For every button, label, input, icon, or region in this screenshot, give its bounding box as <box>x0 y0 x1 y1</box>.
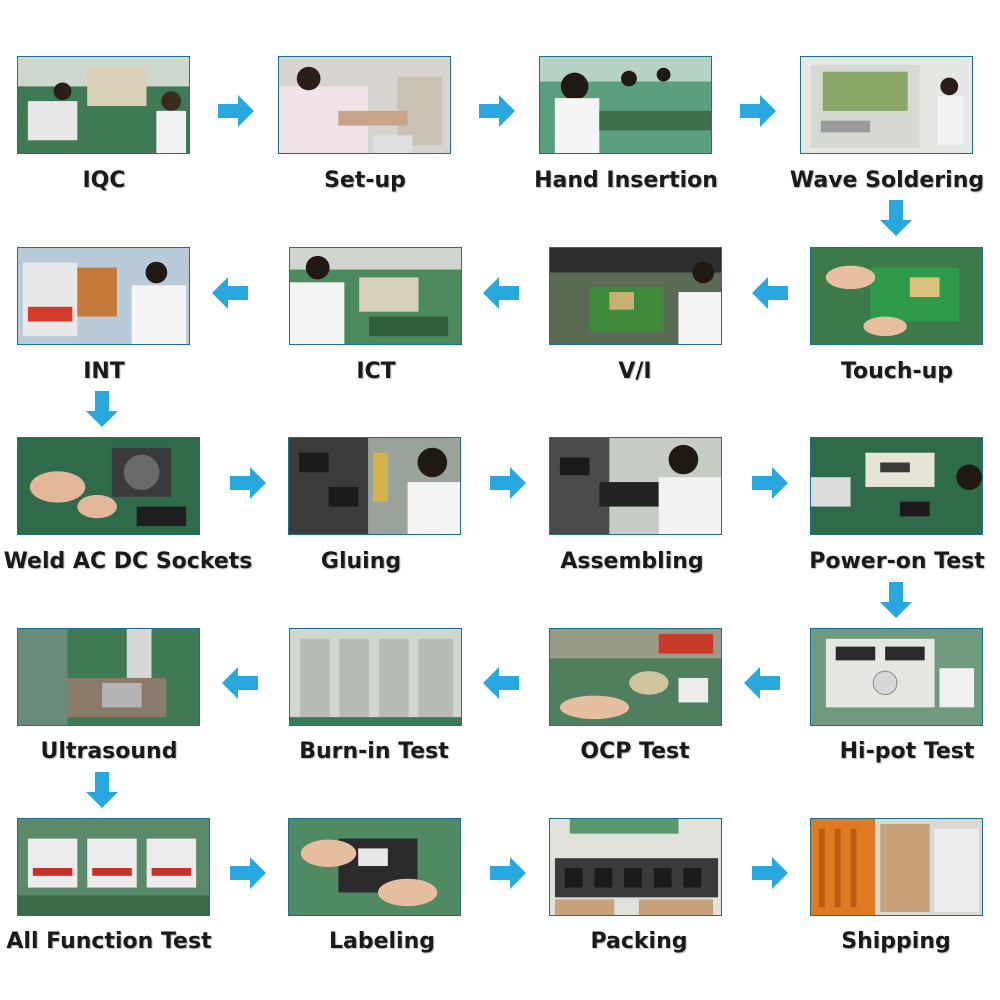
arrow-left-icon <box>208 271 252 315</box>
arrow-left-icon <box>748 271 792 315</box>
setup-photo <box>278 56 451 154</box>
step-label-touch-up: Touch-up <box>772 359 1000 384</box>
iqc-photo <box>17 56 190 154</box>
step-label-all-function-test: All Function Test <box>0 929 234 954</box>
arrow-right-icon <box>226 461 270 505</box>
shipping-photo <box>810 818 983 916</box>
step-label-iqc: IQC <box>0 168 229 193</box>
touch-up-photo <box>810 247 983 345</box>
step-label-hi-pot-test: Hi-pot Test <box>782 739 1000 764</box>
hand-insertion-photo <box>539 56 712 154</box>
packing-photo <box>549 818 722 916</box>
arrow-left-icon <box>479 271 523 315</box>
step-label-wave-soldering: Wave Soldering <box>762 168 1000 193</box>
ultrasound-photo <box>17 628 200 726</box>
step-label-shipping: Shipping <box>771 929 1000 954</box>
ict-photo <box>289 247 462 345</box>
step-label-vi: V/I <box>510 359 760 384</box>
arrow-right-icon <box>736 89 780 133</box>
arrow-right-icon <box>486 461 530 505</box>
gluing-photo <box>288 437 461 535</box>
assembling-photo <box>549 437 722 535</box>
arrow-right-icon <box>226 851 270 895</box>
power-on-test-photo <box>810 437 983 535</box>
arrow-right-icon <box>214 89 258 133</box>
all-function-test-photo <box>17 818 210 916</box>
arrow-right-icon <box>748 461 792 505</box>
arrow-down-icon <box>80 768 124 812</box>
step-label-ultrasound: Ultrasound <box>0 739 234 764</box>
step-label-ict: ICT <box>251 359 501 384</box>
arrow-down-icon <box>874 196 918 240</box>
step-label-power-on-test: Power-on Test <box>772 549 1000 574</box>
step-label-assembling: Assembling <box>507 549 757 574</box>
arrow-right-icon <box>748 851 792 895</box>
step-label-gluing: Gluing <box>236 549 486 574</box>
step-label-weld-sockets: Weld AC DC Sockets <box>3 549 253 574</box>
burn-in-test-photo <box>289 628 462 726</box>
arrow-right-icon <box>486 851 530 895</box>
weld-sockets-photo <box>17 437 200 535</box>
arrow-left-icon <box>218 661 262 705</box>
int-photo <box>17 247 190 345</box>
step-label-hand-insertion: Hand Insertion <box>501 168 751 193</box>
step-label-burn-in-test: Burn-in Test <box>249 739 499 764</box>
hi-pot-test-photo <box>810 628 983 726</box>
ocp-test-photo <box>549 628 722 726</box>
visual-inspection-photo <box>549 247 722 345</box>
arrow-down-icon <box>80 387 124 431</box>
arrow-left-icon <box>479 661 523 705</box>
step-label-packing: Packing <box>514 929 764 954</box>
step-label-labeling: Labeling <box>257 929 507 954</box>
arrow-right-icon <box>475 89 519 133</box>
wave-soldering-photo <box>800 56 973 154</box>
arrow-left-icon <box>740 661 784 705</box>
step-label-int: INT <box>0 359 229 384</box>
step-label-ocp-test: OCP Test <box>510 739 760 764</box>
labeling-photo <box>288 818 461 916</box>
arrow-down-icon <box>874 578 918 622</box>
step-label-setup: Set-up <box>240 168 490 193</box>
